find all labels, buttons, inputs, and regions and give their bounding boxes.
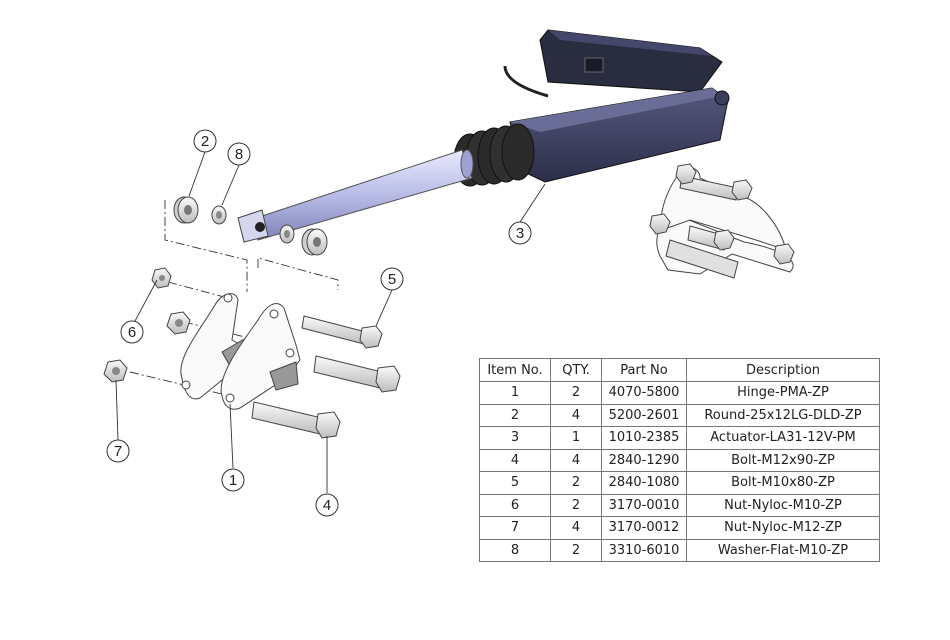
cell-desc: Round-25x12LG-DLD-ZP xyxy=(687,404,880,427)
table-row: 5 2 2840-1080 Bolt-M10x80-ZP xyxy=(480,472,880,495)
cell-qty: 4 xyxy=(551,404,602,427)
motor-label xyxy=(585,58,603,72)
cell-part: 3310-6010 xyxy=(602,539,687,562)
cell-qty: 1 xyxy=(551,427,602,450)
callout-2: 2 xyxy=(194,130,216,152)
nut-m12-middle xyxy=(167,312,190,334)
cell-desc: Bolt-M12x90-ZP xyxy=(687,449,880,472)
callout-7: 7 xyxy=(107,440,129,462)
table-row: 2 4 5200-2601 Round-25x12LG-DLD-ZP xyxy=(480,404,880,427)
cell-qty: 2 xyxy=(551,539,602,562)
actuator-body xyxy=(510,88,728,182)
cell-item: 2 xyxy=(480,404,551,427)
hinge-assembly-view xyxy=(650,164,794,278)
cell-qty: 2 xyxy=(551,382,602,405)
header-part-no: Part No xyxy=(602,359,687,382)
table-row: 8 2 3310-6010 Washer-Flat-M10-ZP xyxy=(480,539,880,562)
washer-right xyxy=(280,225,294,243)
cell-qty: 2 xyxy=(551,494,602,517)
spacer-left xyxy=(174,197,198,223)
table-header-row: Item No. QTY. Part No Description xyxy=(480,359,880,382)
cell-desc: Nut-Nyloc-M12-ZP xyxy=(687,517,880,540)
cell-part: 3170-0010 xyxy=(602,494,687,517)
callout-3: 3 xyxy=(509,222,531,244)
cell-item: 6 xyxy=(480,494,551,517)
callout-4: 4 xyxy=(316,494,338,516)
svg-text:6: 6 xyxy=(128,324,136,341)
table-row: 7 4 3170-0012 Nut-Nyloc-M12-ZP xyxy=(480,517,880,540)
cell-part: 5200-2601 xyxy=(602,404,687,427)
rear-clevis xyxy=(715,91,729,105)
bolt-m10-upper xyxy=(302,316,382,348)
cell-item: 1 xyxy=(480,382,551,405)
cell-item: 4 xyxy=(480,449,551,472)
cell-part: 4070-5800 xyxy=(602,382,687,405)
svg-text:7: 7 xyxy=(114,443,122,460)
cell-item: 8 xyxy=(480,539,551,562)
cell-part: 2840-1080 xyxy=(602,472,687,495)
header-item-no: Item No. xyxy=(480,359,551,382)
cell-item: 3 xyxy=(480,427,551,450)
svg-text:2: 2 xyxy=(201,133,209,150)
cell-qty: 4 xyxy=(551,449,602,472)
header-qty: QTY. xyxy=(551,359,602,382)
cell-part: 1010-2385 xyxy=(602,427,687,450)
actuator-cable xyxy=(505,66,548,96)
cell-part: 3170-0012 xyxy=(602,517,687,540)
bolt-m12-lower xyxy=(252,402,340,438)
bolt-m12-upper xyxy=(314,356,400,392)
cell-desc: Actuator-LA31-12V-PM xyxy=(687,427,880,450)
nut-m12-lower xyxy=(104,360,127,382)
cell-part: 2840-1290 xyxy=(602,449,687,472)
spacer-right xyxy=(302,229,327,255)
cell-desc: Washer-Flat-M10-ZP xyxy=(687,539,880,562)
svg-text:4: 4 xyxy=(323,497,331,514)
table-row: 3 1 1010-2385 Actuator-LA31-12V-PM xyxy=(480,427,880,450)
callout-5: 5 xyxy=(381,268,403,290)
svg-text:8: 8 xyxy=(235,146,243,163)
table-row: 6 2 3170-0010 Nut-Nyloc-M10-ZP xyxy=(480,494,880,517)
cell-qty: 2 xyxy=(551,472,602,495)
callout-8: 8 xyxy=(228,143,250,165)
callout-1: 1 xyxy=(222,469,244,491)
washer-left xyxy=(212,206,226,224)
bill-of-materials-table: Item No. QTY. Part No Description 1 2 40… xyxy=(479,358,880,562)
cell-item: 7 xyxy=(480,517,551,540)
actuator xyxy=(238,30,729,242)
cell-qty: 4 xyxy=(551,517,602,540)
nut-m10-upper xyxy=(152,268,171,288)
callout-6: 6 xyxy=(121,321,143,343)
cell-item: 5 xyxy=(480,472,551,495)
svg-text:1: 1 xyxy=(229,472,237,489)
svg-text:3: 3 xyxy=(516,225,524,242)
table-row: 1 2 4070-5800 Hinge-PMA-ZP xyxy=(480,382,880,405)
svg-text:5: 5 xyxy=(388,271,396,288)
table-row: 4 4 2840-1290 Bolt-M12x90-ZP xyxy=(480,449,880,472)
cell-desc: Bolt-M10x80-ZP xyxy=(687,472,880,495)
cell-desc: Nut-Nyloc-M10-ZP xyxy=(687,494,880,517)
cell-desc: Hinge-PMA-ZP xyxy=(687,382,880,405)
header-description: Description xyxy=(687,359,880,382)
